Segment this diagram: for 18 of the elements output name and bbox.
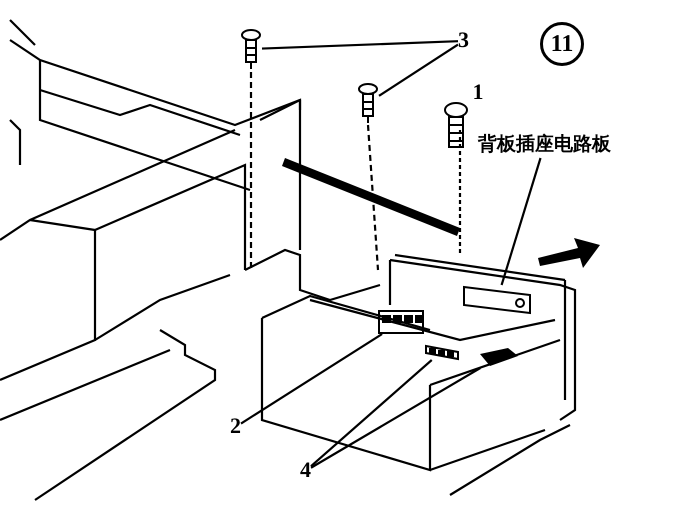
callout-number: 4 [300,458,311,484]
leader-line [240,333,383,424]
screw-drawing [357,82,379,124]
part-label: 背板插座电路板 [478,132,611,158]
connector-drawing [425,342,459,360]
leader-line [262,40,458,50]
screw-drawing [240,28,262,70]
leader-line [378,44,459,97]
leader-line [310,359,432,467]
step-number: 11 [540,22,584,66]
leader-line [500,158,542,286]
callout-number: 2 [230,414,241,440]
plug-drawing [478,346,520,368]
leader-line [310,367,481,469]
callout-number: 1 [472,80,484,104]
callout-number: 3 [458,28,469,54]
connector-drawing [378,310,424,334]
circuit-board-drawing [462,285,532,315]
